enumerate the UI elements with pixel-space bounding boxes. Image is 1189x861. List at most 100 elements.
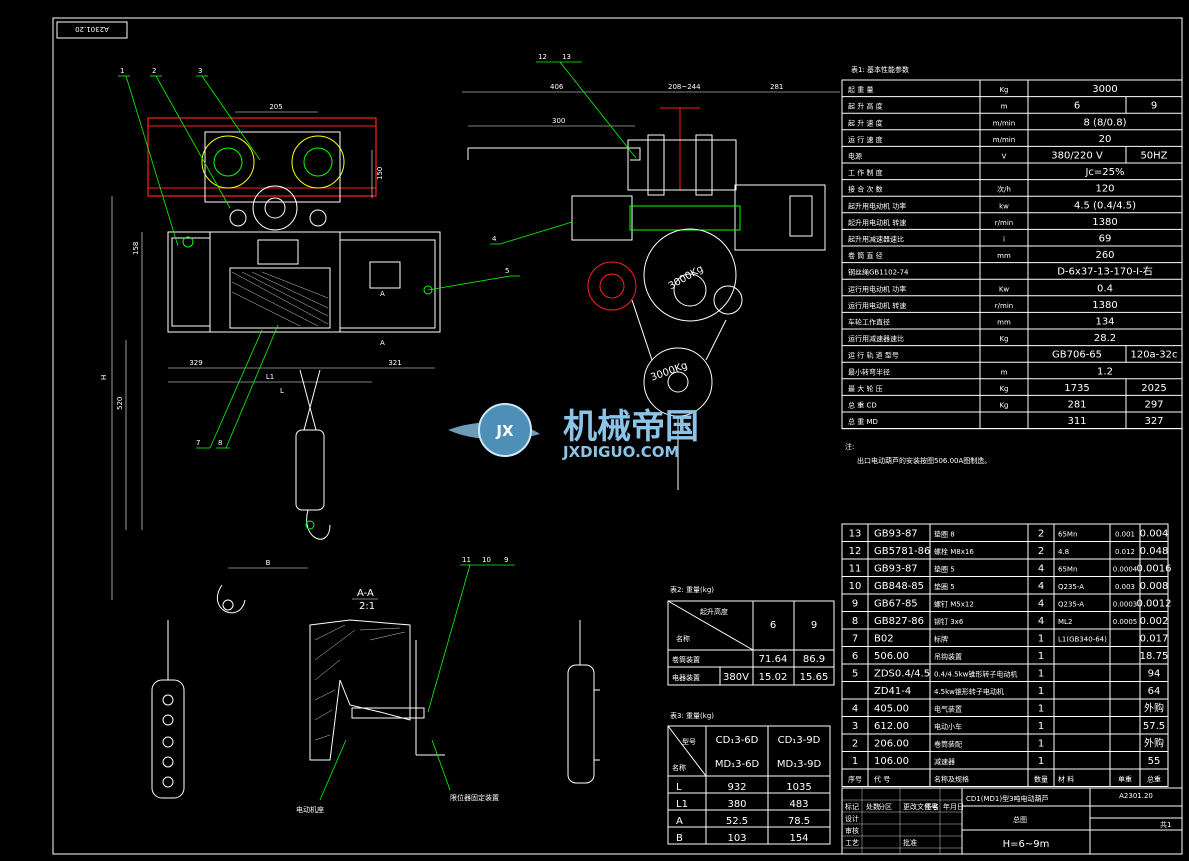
param-name: 总 重 MD [848,417,878,426]
parts-cell: 11 [849,564,862,575]
parts-cell: 4 [1038,616,1044,627]
parts-cell: 0.017 [1140,634,1169,645]
param-name: 运 行 速 度 [848,135,883,144]
parts-header: 数量 [1034,775,1048,784]
param-unit: Kg [999,385,1008,393]
parts-cell: 电动小车 [934,722,962,731]
param-value: 1380 [1092,217,1117,228]
dim-value: 483 [789,799,808,810]
parts-cell: 铆钉 3x6 [934,617,964,626]
parts-cell: 1 [852,756,858,767]
parts-cell: 外购 [1144,702,1164,715]
param-value: 120 [1095,184,1114,195]
assembly-name: 总图 [1013,815,1027,824]
svg-text:71.64: 71.64 [759,654,788,665]
parts-cell: 0.0012 [1137,599,1172,610]
parts-cell: 0.0003 [1113,601,1138,609]
parts-cell: 2 [852,739,858,750]
parts-cell: 垫圈 5 [934,582,955,591]
corner-drawing-number: A2301.20 [75,25,109,33]
parts-cell: 标牌 [934,635,948,644]
dim-name: L [676,782,682,793]
svg-text:CD₁3-9D: CD₁3-9D [778,735,821,746]
param-unit: Kg [999,335,1008,343]
drawing-frame [52,17,1183,855]
product-name: CD1(MD1)型3吨电动葫芦 [966,794,1049,803]
param-value: 1735 [1064,383,1089,394]
param-name: 车轮工作直径 [848,318,890,327]
svg-text:起升高度: 起升高度 [700,607,728,616]
section-scale: 2:1 [359,601,375,612]
param-name: 起 升 高 度 [848,102,883,111]
svg-text:审核: 审核 [845,826,859,835]
parts-cell: 4 [852,704,858,715]
svg-text:158: 158 [132,242,140,255]
dim-name: A [676,816,683,827]
param-name: 起升用减速器速比 [848,235,904,244]
param-name: 最 大 轮 压 [848,384,883,393]
drawing-number: A2301.20 [1119,792,1153,800]
parts-cell: 4 [1038,599,1044,610]
param-unit: Kg [999,86,1008,94]
parts-cell: 4 [1038,564,1044,575]
svg-text:380V: 380V [723,672,749,683]
parts-cell: 65Mn [1058,566,1077,574]
param-value: 28.2 [1094,333,1116,344]
param-value: 311 [1067,416,1086,427]
svg-text:A: A [380,290,385,298]
parts-cell: ZD41-4 [874,686,911,697]
svg-text:15.65: 15.65 [800,672,829,683]
svg-text:标记: 标记 [845,802,859,811]
callout-5: 5 [505,267,509,275]
parts-cell: 6 [852,651,858,662]
parts-cell: 94 [1148,669,1161,680]
hook-alt [216,584,246,614]
parts-cell: 减速器 [934,757,955,766]
svg-text:86.9: 86.9 [803,654,825,665]
parts-cell: 1 [1038,756,1044,767]
param-value: 4.5 (0.4/4.5) [1074,200,1136,211]
svg-text:H: H [100,375,108,380]
front-view: 205 150 158 H 520 329 321 L1 L B A A 1 2… [100,67,520,614]
dim-205: 205 [269,103,282,111]
parts-cell: 0.0016 [1137,564,1172,575]
parts-cell: 螺钉 M5x12 [934,600,974,609]
parts-cell: 10 [849,581,862,592]
svg-text:设计: 设计 [845,814,859,823]
hook-label-lower: 3000Kg [649,360,689,383]
trolley-motor [734,184,826,251]
parts-cell: 1 [1038,721,1044,732]
svg-text:A: A [380,339,385,347]
callout-13: 13 [562,53,571,61]
dim-value: 154 [789,833,808,844]
svg-text:300: 300 [552,117,565,125]
dim-value: 52.5 [726,816,748,827]
svg-text:281: 281 [770,83,783,91]
param-value: 120a-32c [1130,350,1177,361]
parts-cell: 0.048 [1140,546,1169,557]
svg-text:注:: 注: [845,442,854,451]
param-name: 运行用减速器速比 [848,334,904,343]
dim-value: 103 [727,833,746,844]
svg-text:年月日: 年月日 [943,802,964,811]
parts-cell: 0.002 [1140,616,1169,627]
parts-cell: 55 [1148,756,1161,767]
trolley-wheel-left [201,135,255,189]
param-value: 327 [1144,416,1163,427]
parts-cell: 206.00 [874,739,909,750]
param-name: 卷 筒 直 径 [848,251,883,260]
param-unit: m/min [993,136,1015,144]
callout-10: 10 [482,556,491,564]
title-block: 标记 处数 分区 更改文件号 签名 年月日 设计 审核 工艺 批准 CD1(MD… [841,787,1183,855]
param-value: 281 [1067,400,1086,411]
dimension-table: 表3: 重量(kg) 型号 名称 CD₁3-6D CD₁3-9D MD₁3-6D… [667,711,831,845]
parts-cell: 电气装置 [934,705,962,714]
parts-cell: ML2 [1058,618,1072,626]
parts-cell: 5 [852,669,858,680]
svg-text:更改文件号: 更改文件号 [903,802,938,811]
svg-text:签名: 签名 [925,802,939,811]
parts-cell: 螺栓 M8x16 [934,547,974,556]
svg-text:6: 6 [770,620,776,631]
param-value: 1380 [1092,300,1117,311]
